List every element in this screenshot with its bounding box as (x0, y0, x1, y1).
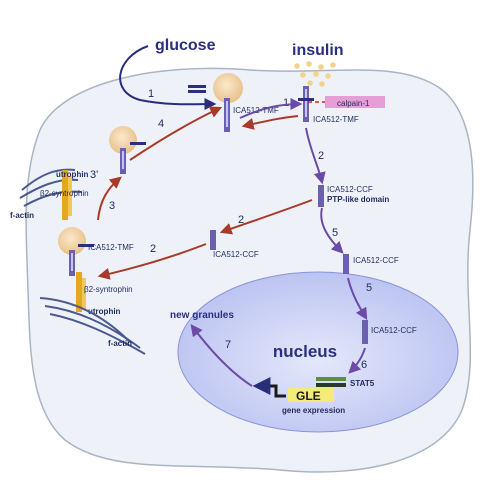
utrophin-label: utrophin (56, 170, 89, 179)
step-label: 4 (158, 118, 164, 130)
new-granules-label: new granules (170, 310, 234, 321)
step-label: 7 (225, 339, 231, 351)
gle-box (288, 388, 334, 402)
step2-mid-arrow (219, 199, 313, 235)
secretory-granule (213, 73, 243, 103)
step3-arrow (97, 176, 122, 221)
ica512-tmf-protein (298, 86, 314, 122)
ica512-ccf-label: ICA512-CCF (327, 185, 373, 194)
step2-arrow (305, 127, 326, 185)
step-label: 2 (238, 214, 244, 226)
syntrophin-label: β2-syntrophin (40, 189, 89, 198)
f-actin-filament (19, 168, 83, 207)
ica512-ccf-protein (318, 185, 324, 207)
ica512-tmf-label: ICA512-TMF (88, 243, 134, 252)
utrophin-label: utrophin (88, 307, 121, 316)
step2-left-arrow (97, 243, 207, 280)
syntrophin-bar (62, 170, 68, 220)
ica512-ccf-protein (362, 320, 368, 344)
ica512-tmf-protein (120, 142, 146, 174)
ica512-tmf-label: ICA512-TMF (313, 115, 359, 124)
stat5-label: STAT5 (350, 379, 375, 388)
ica512-ccf-protein (343, 254, 349, 274)
f-actin-label: f-actin (10, 211, 34, 220)
step5-arrow (320, 207, 344, 254)
f-actin-label: f-actin (108, 339, 132, 348)
step5-nucleus-arrow (347, 277, 368, 321)
step-label: 5 (366, 282, 372, 294)
syntrophin-bar (68, 176, 72, 216)
exocytosis-arrow (239, 98, 303, 119)
step-label: 1 (283, 97, 289, 109)
stat5-bar (316, 383, 346, 387)
step-label: 3 (109, 200, 115, 212)
syntrophin-bar (76, 272, 82, 312)
ica512-tmf-protein (69, 244, 94, 276)
ica512-ccf-label: ICA512-CCF (353, 256, 399, 265)
ica512-ccf-label: ICA512-CCF (213, 250, 259, 259)
step7-arrow (190, 324, 253, 387)
insulin-label: insulin (292, 42, 344, 59)
ica512-tmf-protein (188, 85, 230, 132)
ica512-ccf-label: ICA512-CCF (371, 326, 417, 335)
step-label: 2 (318, 150, 324, 162)
gene-expression-arrow (252, 377, 286, 398)
ica512-ccf-protein (210, 230, 216, 250)
step4-arrow (129, 106, 223, 161)
f-actin-filament (39, 297, 146, 355)
insulin-molecules (294, 61, 336, 87)
step-label: 5 (332, 227, 338, 239)
nucleus (177, 271, 459, 433)
secretory-granule (58, 227, 86, 255)
glucose-label: glucose (155, 37, 216, 54)
calpain-box (325, 96, 385, 108)
step6-arrow (348, 347, 366, 374)
glucose-arrow (119, 45, 217, 111)
ptp-domain-label: PTP-like domain (327, 195, 389, 204)
step-label: 1 (148, 88, 154, 100)
step-label: 3' (90, 169, 98, 181)
nucleus-label: nucleus (273, 342, 337, 361)
secretory-granule (109, 126, 137, 154)
step-label: 6 (361, 359, 367, 371)
endocytosis-arrow (241, 115, 299, 130)
syntrophin-label: β2-syntrophin (84, 285, 133, 294)
step-label: 2 (150, 243, 156, 255)
calpain-label: calpain-1 (337, 99, 370, 108)
gene-expression-label: gene expression (282, 406, 345, 415)
ica512-tmf-label: ICA512-TMF (233, 106, 279, 115)
stat5-bar (316, 377, 346, 381)
syntrophin-bar (82, 278, 86, 310)
gle-label: GLE (296, 389, 321, 403)
